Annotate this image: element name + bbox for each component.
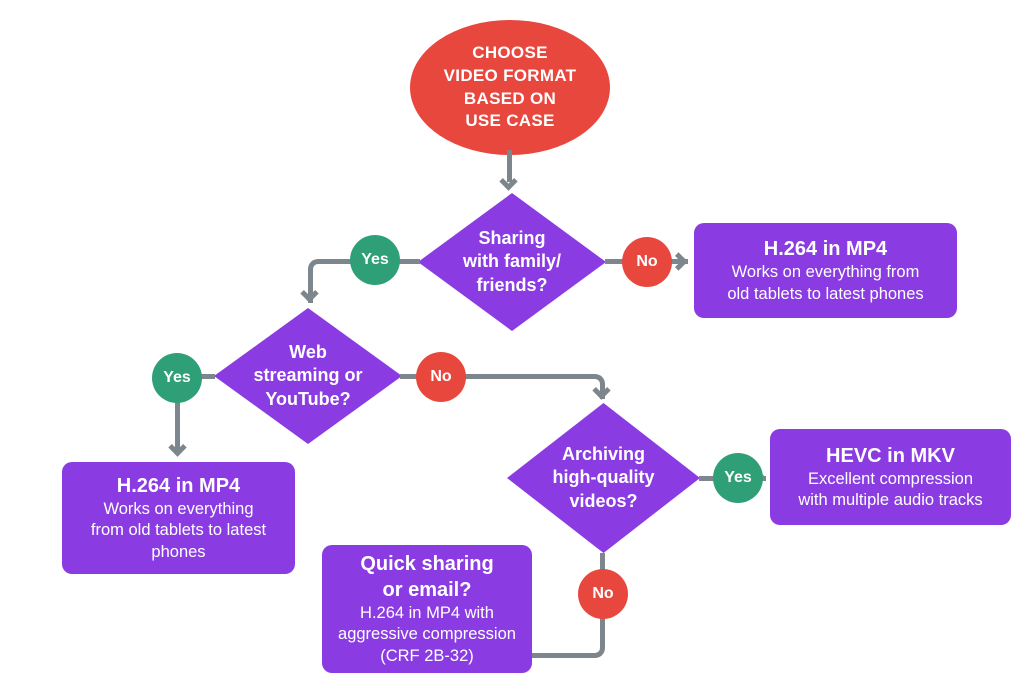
start-node: CHOOSE VIDEO FORMAT BASED ON USE CASE — [410, 20, 610, 155]
no-badge-streaming: No — [416, 352, 466, 402]
result-subtitle: Works on everything from old tablets to … — [90, 500, 267, 561]
connector-streaming-yes-vertical — [175, 398, 180, 450]
result-title: H.264 in MP4 — [116, 475, 241, 498]
result-hevc-mkv: HEVC in MKV Excellent compression with m… — [770, 429, 1011, 525]
result-subtitle: Works on everything from old tablets to … — [727, 263, 924, 303]
result-subtitle: Excellent compression with multiple audi… — [798, 469, 983, 509]
no-badge-sharing: No — [622, 237, 672, 287]
result-title: Quick sharing or email? — [360, 553, 494, 602]
result-quick-sharing-email: Quick sharing or email? H.264 in MP4 wit… — [322, 545, 532, 673]
connector-start-to-sharing — [507, 150, 512, 182]
arrowhead-right-icon — [669, 252, 688, 271]
no-badge-archiving: No — [578, 569, 628, 619]
result-title: H.264 in MP4 — [763, 238, 888, 261]
decision-archiving-high-quality: Archiving high-quality videos? — [507, 403, 700, 553]
result-subtitle: H.264 in MP4 with aggressive compression… — [338, 604, 516, 665]
result-h264-mp4-right: H.264 in MP4 Works on everything from ol… — [694, 223, 957, 318]
yes-badge-sharing: Yes — [350, 235, 400, 285]
decision-sharing-family-friends: Sharing with family/ friends? — [418, 193, 606, 331]
result-title: HEVC in MKV — [826, 444, 955, 467]
arrowhead-down-icon — [499, 172, 518, 191]
yes-badge-archiving: Yes — [713, 453, 763, 503]
result-h264-mp4-left: H.264 in MP4 Works on everything from ol… — [62, 462, 295, 574]
arrowhead-down-icon — [168, 438, 187, 457]
connector-streaming-no — [400, 374, 605, 399]
decision-web-streaming-youtube: Web streaming or YouTube? — [214, 308, 402, 444]
yes-badge-streaming: Yes — [152, 353, 202, 403]
